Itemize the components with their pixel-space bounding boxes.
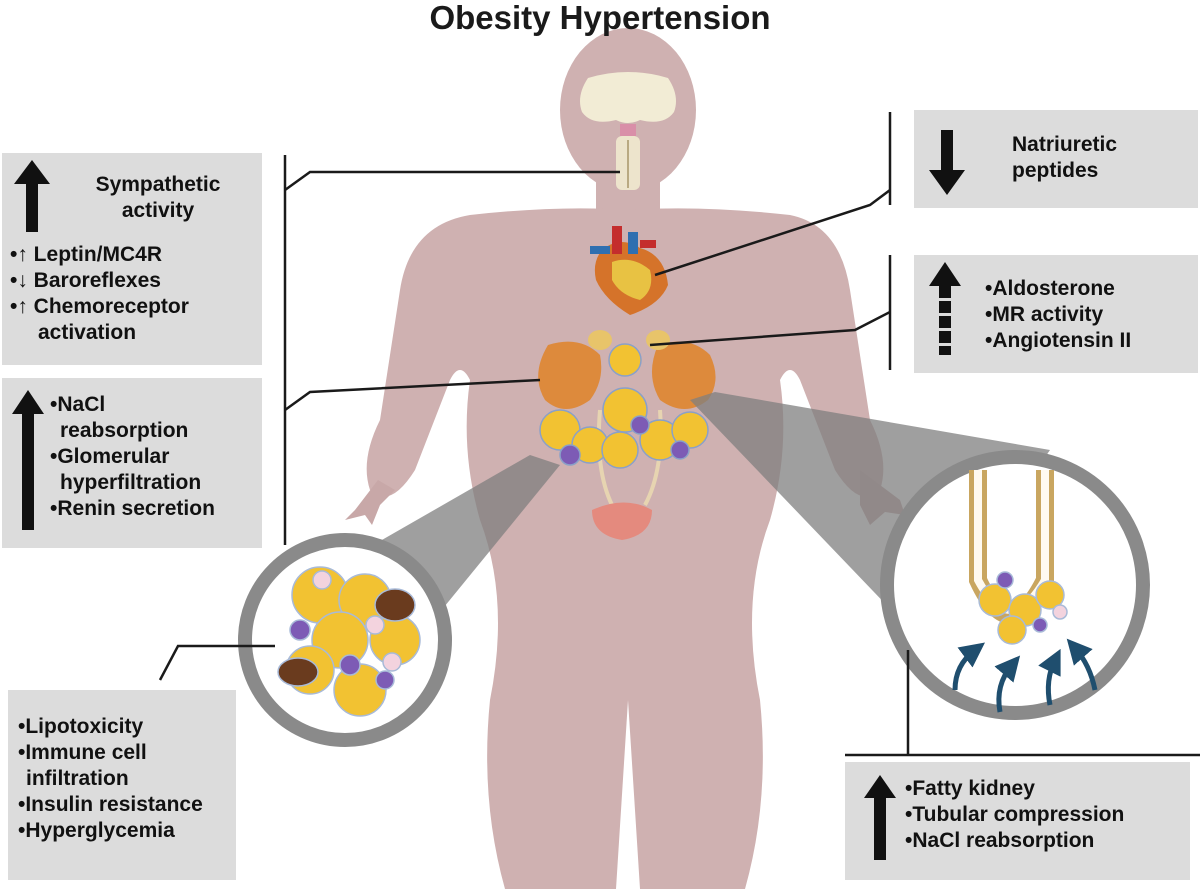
kidneys bbox=[538, 330, 716, 506]
list-item: •Angiotensin II bbox=[985, 329, 1132, 352]
list-item: •NaCl bbox=[50, 393, 106, 416]
list-item: •MR activity bbox=[985, 303, 1104, 326]
list-item: •↑ Leptin/MC4R bbox=[10, 243, 163, 266]
list-item: •Renin secretion bbox=[50, 497, 215, 520]
list-item: reabsorption bbox=[60, 419, 189, 442]
hormones-box bbox=[914, 255, 1198, 373]
sympathetic-list: •↑ Leptin/MC4R •↓ Baroreflexes •↑ Chemor… bbox=[10, 242, 189, 346]
sympathetic-heading-line2: activity bbox=[121, 199, 195, 222]
connector-lines bbox=[158, 112, 1200, 757]
sympathetic-heading-line1: Sympathetic bbox=[95, 173, 221, 196]
list-item: •Aldosterone bbox=[985, 277, 1115, 300]
natriuretic-line1: Natriuretic bbox=[1012, 133, 1118, 156]
list-item: infiltration bbox=[26, 767, 129, 790]
list-item: •Insulin resistance bbox=[18, 793, 203, 816]
kidney-fat bbox=[978, 571, 1068, 645]
kidney-magnifier bbox=[880, 450, 1150, 720]
adipose-box bbox=[8, 690, 236, 880]
list-item: •Tubular compression bbox=[905, 803, 1125, 826]
sympathetic-heading: Sympathetic activity bbox=[58, 172, 258, 224]
kidney-function-box bbox=[2, 378, 262, 548]
list-item: activation bbox=[38, 321, 137, 344]
list-item: •NaCl reabsorption bbox=[905, 829, 1095, 852]
brainstem bbox=[616, 124, 640, 190]
list-item: •↑ Chemoreceptor bbox=[10, 295, 189, 318]
brain bbox=[580, 72, 676, 123]
bladder bbox=[592, 502, 652, 540]
list-item: •Lipotoxicity bbox=[18, 715, 144, 738]
adipose-cells bbox=[277, 566, 421, 717]
natriuretic-text: Natriuretic peptides bbox=[1012, 132, 1117, 184]
diagram-title: Obesity Hypertension bbox=[429, 0, 771, 36]
fatty-kidney-box bbox=[845, 762, 1190, 880]
compression-arrows bbox=[952, 638, 1098, 713]
kidney-function-list: •NaCl reabsorption •Glomerular hyperfilt… bbox=[50, 392, 215, 522]
visceral-fat bbox=[539, 343, 709, 469]
hormones-list: •Aldosterone •MR activity •Angiotensin I… bbox=[985, 276, 1131, 354]
list-item: •↓ Baroreflexes bbox=[10, 269, 161, 292]
adipose-list: •Lipotoxicity •Immune cell infiltration … bbox=[18, 714, 203, 844]
natriuretic-line2: peptides bbox=[1012, 159, 1099, 182]
list-item: hyperfiltration bbox=[60, 471, 202, 494]
fatty-kidney-list: •Fatty kidney •Tubular compression •NaCl… bbox=[905, 776, 1124, 854]
list-item: •Immune cell bbox=[18, 741, 147, 764]
list-item: •Hyperglycemia bbox=[18, 819, 175, 842]
list-item: •Glomerular bbox=[50, 445, 170, 468]
list-item: •Fatty kidney bbox=[905, 777, 1035, 800]
heart bbox=[590, 226, 668, 315]
